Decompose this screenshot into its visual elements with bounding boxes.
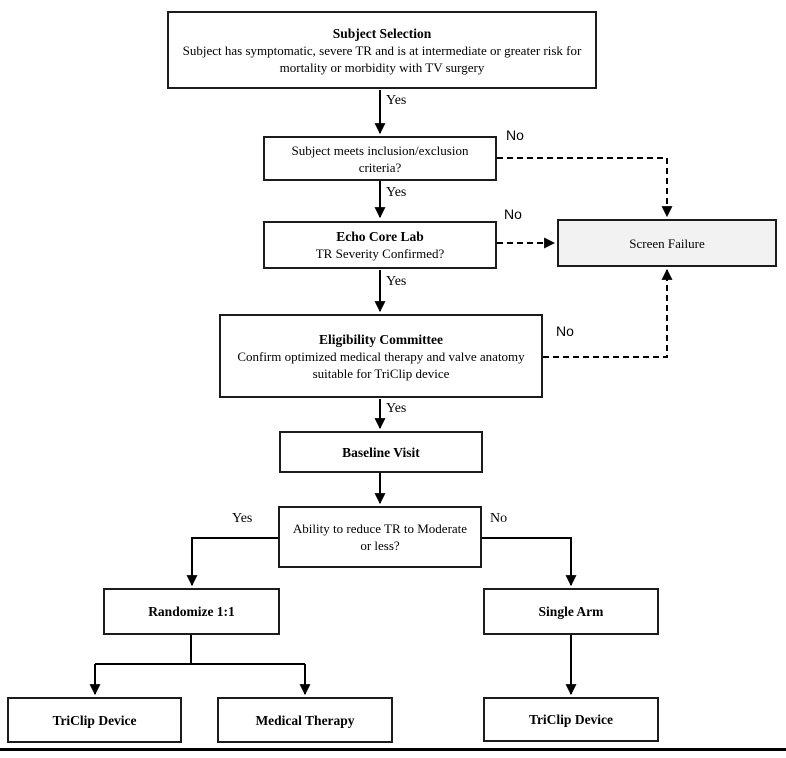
edge-decision-no-to-single-arm: [482, 537, 577, 587]
node-text-line: or less?: [360, 538, 400, 553]
edge-label-decision-no: No: [490, 511, 508, 526]
node-title: Randomize 1:1: [148, 604, 235, 619]
node-title: Single Arm: [538, 604, 604, 619]
edge-label-echo-yes: Yes: [386, 274, 407, 289]
node-inclusion-criteria: Subject meets inclusion/exclusion criter…: [263, 136, 497, 181]
node-randomize: Randomize 1:1: [103, 588, 280, 635]
node-text-line: suitable for TriClip device: [312, 365, 450, 381]
dashed-edges: [497, 157, 673, 358]
node-eligibility-committee: Eligibility Committee Confirm optimized …: [219, 314, 543, 398]
node-baseline-visit: Baseline Visit: [279, 431, 483, 473]
node-reduce-tr-decision: Ability to reduce TR to Moderate or less…: [278, 506, 482, 568]
node-text-line: Ability to reduce TR to Moderate: [292, 521, 468, 536]
node-screen-failure: Screen Failure: [557, 219, 777, 267]
node-medical-therapy: Medical Therapy: [217, 697, 393, 743]
node-text-line: TR Severity Confirmed?: [315, 246, 445, 261]
node-title: Eligibility Committee: [318, 331, 444, 347]
edge-label-criteria-yes: Yes: [386, 185, 407, 200]
edge-label-subject-yes: Yes: [386, 93, 407, 108]
node-echo-core-lab: Echo Core Lab TR Severity Confirmed?: [263, 221, 497, 269]
node-triclip-device-single-arm: TriClip Device: [483, 697, 659, 742]
edge-label-eligibility-yes: Yes: [386, 401, 407, 416]
edge-label-decision-yes: Yes: [232, 511, 253, 526]
edge-decision-yes-to-randomize: [186, 537, 278, 587]
node-title: Echo Core Lab: [336, 229, 424, 244]
node-text-line: Subject has symptomatic, severe TR and i…: [182, 42, 582, 58]
node-title: Medical Therapy: [255, 712, 355, 728]
node-title: Baseline Visit: [342, 444, 420, 460]
node-title: Subject Selection: [332, 25, 432, 41]
edge-eligibility-no-to-screen-failure: [543, 268, 673, 358]
edge-label-eligibility-no: No: [556, 323, 574, 339]
solid-edges: [89, 90, 577, 696]
node-text-line: Subject meets inclusion/exclusion: [291, 142, 469, 158]
node-text-line: Confirm optimized medical therapy and va…: [237, 348, 525, 364]
node-text-line: mortality or morbidity with TV surgery: [279, 59, 485, 75]
node-text-line: criteria?: [358, 159, 402, 175]
edge-label-criteria-no: No: [506, 127, 524, 143]
edge-label-echo-no: No: [504, 206, 522, 222]
node-text-line: Screen Failure: [629, 235, 705, 251]
node-triclip-device-randomized: TriClip Device: [7, 697, 182, 743]
edge-criteria-no-to-screen-failure: [497, 157, 673, 218]
node-title: TriClip Device: [52, 712, 137, 728]
bottom-divider: [0, 748, 786, 751]
node-title: TriClip Device: [528, 712, 614, 727]
node-single-arm: Single Arm: [483, 588, 659, 635]
node-subject-selection: Subject Selection Subject has symptomati…: [167, 11, 597, 89]
edge-randomize-split: [95, 635, 305, 665]
